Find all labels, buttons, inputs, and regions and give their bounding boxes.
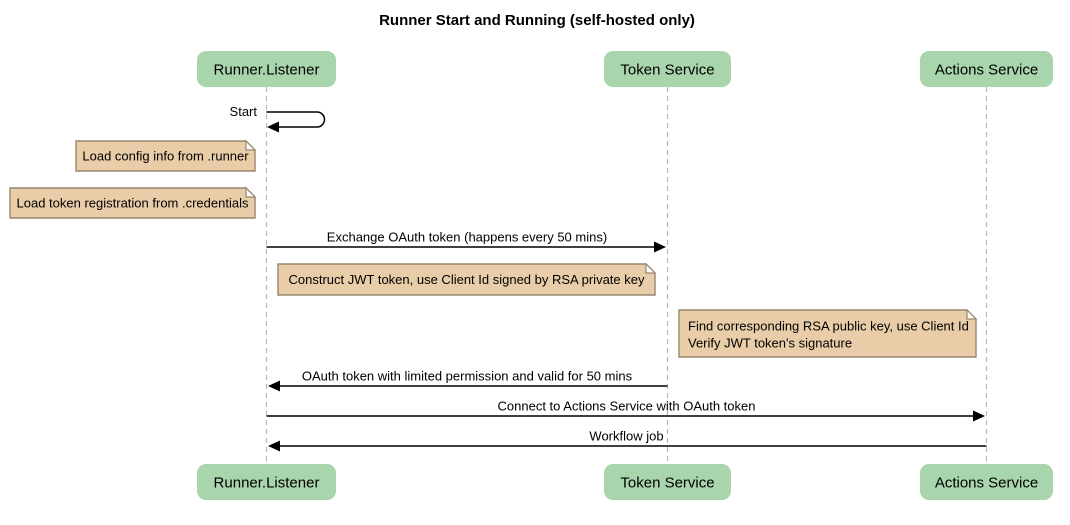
arrowhead-right-icon — [654, 241, 666, 253]
participant-box — [920, 51, 1053, 87]
participant-label: Token Service — [620, 62, 714, 79]
arrowhead-right-icon — [973, 410, 985, 422]
participant-actions-service-top: Actions Service — [920, 51, 1053, 87]
diagram-title: Runner Start and Running (self-hosted on… — [379, 12, 695, 29]
note-text: Construct JWT token, use Client Id signe… — [289, 272, 645, 287]
note-fold-icon — [645, 262, 657, 274]
note-text-line1: Find corresponding RSA public key, use C… — [688, 319, 969, 334]
participant-label: Runner.Listener — [214, 62, 320, 79]
participant-box — [604, 51, 731, 87]
participant-box — [197, 464, 336, 500]
participant-actions-service-bottom: Actions Service — [920, 464, 1053, 500]
participant-label: Actions Service — [935, 475, 1038, 492]
participant-label: Token Service — [620, 475, 714, 492]
note-verify-jwt: Find corresponding RSA public key, use C… — [678, 308, 978, 358]
message-label: Connect to Actions Service with OAuth to… — [498, 399, 756, 414]
note-text-line2: Verify JWT token's signature — [688, 336, 852, 351]
participant-token-service-bottom: Token Service — [604, 464, 731, 500]
participant-box — [920, 464, 1053, 500]
arrowhead-left-icon — [268, 440, 280, 452]
message-label: Start — [230, 104, 258, 119]
participant-label: Runner.Listener — [214, 475, 320, 492]
message-oauth-token-return: OAuth token with limited permission and … — [268, 369, 668, 392]
participant-runner-listener-bottom: Runner.Listener — [197, 464, 336, 500]
message-connect-actions: Connect to Actions Service with OAuth to… — [266, 399, 985, 422]
note-fold-icon — [966, 308, 978, 320]
message-label: Exchange OAuth token (happens every 50 m… — [327, 230, 607, 245]
message-start-self: Start — [230, 104, 326, 133]
message-workflow-job: Workflow job — [268, 429, 987, 452]
note-box — [678, 309, 977, 358]
note-fold-icon — [245, 186, 257, 198]
note-fold-icon — [245, 139, 257, 151]
arrowhead-left-icon — [267, 121, 279, 133]
participant-box — [197, 51, 336, 87]
self-message-line — [266, 111, 326, 128]
note-box — [277, 263, 656, 296]
note-load-token-registration: Load token registration from .credential… — [9, 186, 257, 219]
participant-label: Actions Service — [935, 62, 1038, 79]
note-construct-jwt: Construct JWT token, use Client Id signe… — [277, 262, 657, 296]
note-text: Load token registration from .credential… — [17, 196, 249, 211]
message-label: Workflow job — [589, 429, 663, 444]
message-exchange-oauth: Exchange OAuth token (happens every 50 m… — [266, 230, 666, 253]
participant-runner-listener-top: Runner.Listener — [197, 51, 336, 87]
note-box — [75, 140, 256, 172]
note-box — [9, 187, 256, 219]
message-label: OAuth token with limited permission and … — [302, 369, 633, 384]
note-load-config: Load config info from .runner — [75, 139, 257, 172]
participant-token-service-top: Token Service — [604, 51, 731, 87]
note-text: Load config info from .runner — [82, 149, 249, 164]
participant-box — [604, 464, 731, 500]
arrowhead-left-icon — [268, 380, 280, 392]
